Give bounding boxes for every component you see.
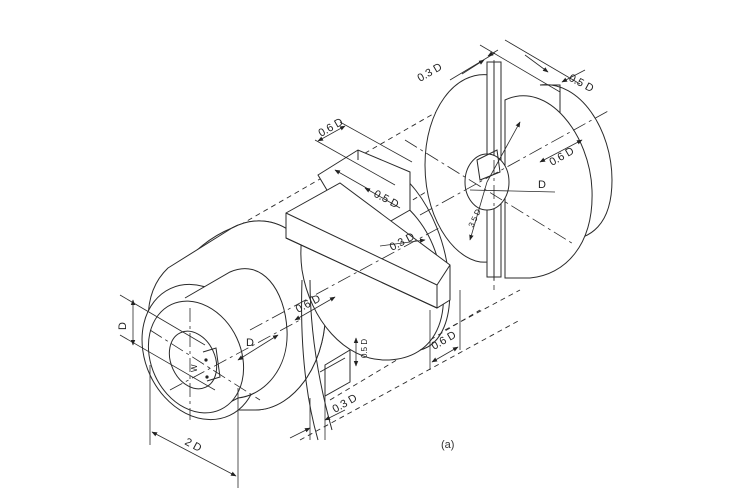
right-split-disc-part	[404, 60, 613, 290]
key-width-label: W	[190, 364, 199, 372]
left-bore-label: D	[117, 322, 129, 330]
left-cylinder-part: W	[141, 220, 326, 421]
left-shaft-label: D	[246, 337, 254, 349]
middle-bottom-gap-label: 0.3 D	[331, 392, 360, 416]
middle-top-width-label: 0.6 D	[317, 116, 346, 140]
top-right-depth-label: 0.5 D	[567, 72, 596, 95]
middle-tab-height-label: 0.5 D	[360, 339, 369, 358]
right-hole-diameter-label: D	[538, 179, 546, 191]
left-dimensions: D D 2 D	[117, 294, 279, 488]
top-slot-width-label: 0.3 D	[416, 61, 445, 85]
middle-disc-part	[249, 149, 501, 441]
left-length-label: 2 D	[183, 436, 204, 455]
figure-caption: (a)	[441, 439, 454, 451]
